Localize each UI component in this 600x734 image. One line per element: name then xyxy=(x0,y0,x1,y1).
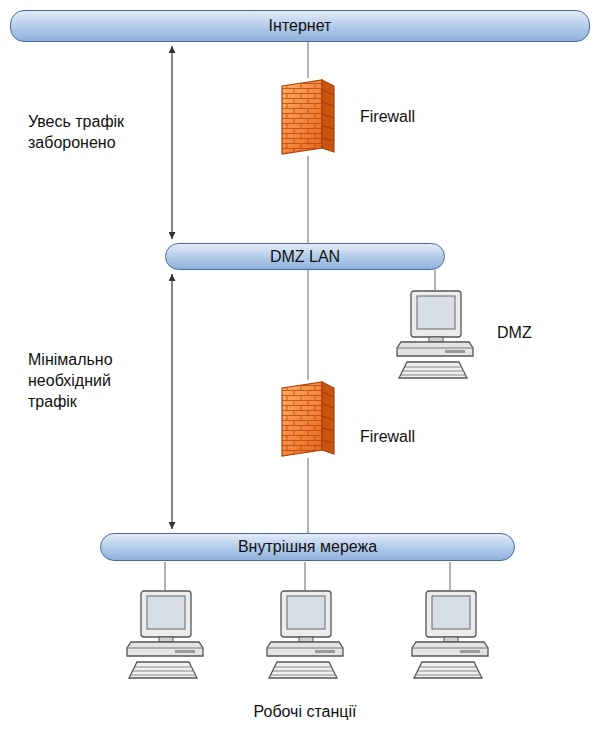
network-name: Інтернет xyxy=(257,17,344,35)
brick-wall-symbol xyxy=(276,78,340,156)
firewall-icon: Firewall xyxy=(276,380,340,458)
device-label: Firewall xyxy=(360,428,415,446)
network-link xyxy=(434,270,435,290)
workstation-icon xyxy=(267,591,343,678)
traffic-arrow xyxy=(171,46,172,239)
traffic-label: Мінімально необхідний трафік xyxy=(28,350,158,412)
network-link xyxy=(307,270,308,380)
network-link xyxy=(307,42,308,78)
workstation-wires xyxy=(165,562,450,590)
network-link xyxy=(307,156,308,243)
brick-wall-symbol xyxy=(276,380,340,458)
computer-symbol xyxy=(395,290,475,380)
network-band: Внутрішня мережа xyxy=(100,533,515,561)
device-label: Firewall xyxy=(360,108,415,126)
network-name: Внутрішня мережа xyxy=(226,538,389,556)
server-icon: DMZ xyxy=(395,290,475,380)
group-label: Робочі станції xyxy=(190,702,420,723)
traffic-arrow xyxy=(171,274,172,529)
network-name: DMZ LAN xyxy=(258,248,352,266)
firewall-icon: Firewall xyxy=(276,78,340,156)
network-link xyxy=(307,458,308,533)
workstation-icon xyxy=(412,591,488,678)
device-label: DMZ xyxy=(497,324,532,342)
workstation-icon xyxy=(127,591,203,678)
traffic-label: Увесь трафік заборонено xyxy=(28,112,164,154)
network-band: DMZ LAN xyxy=(165,243,445,270)
network-band: Інтернет xyxy=(10,10,590,42)
